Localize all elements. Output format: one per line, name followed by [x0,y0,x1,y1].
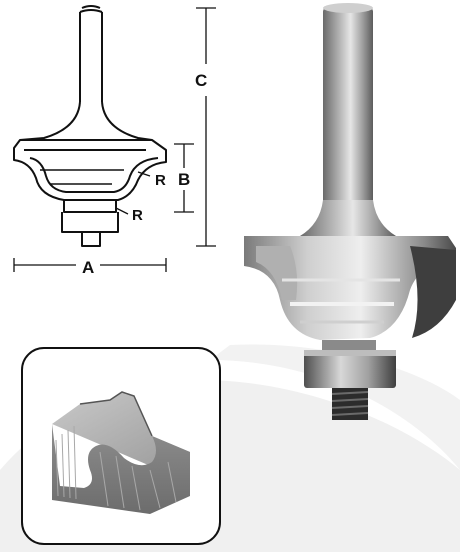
router-bit-photo [244,3,456,420]
molding-sample-inset [21,347,221,545]
dimension-label-c: C [195,71,208,90]
radius-label-lower: R [132,207,143,224]
radius-label-upper: R [155,172,166,189]
dimension-label-a: A [82,258,95,277]
router-bit-profile-diagram [13,5,167,247]
dimension-label-b: B [178,170,191,189]
dimension-lines [13,7,216,272]
